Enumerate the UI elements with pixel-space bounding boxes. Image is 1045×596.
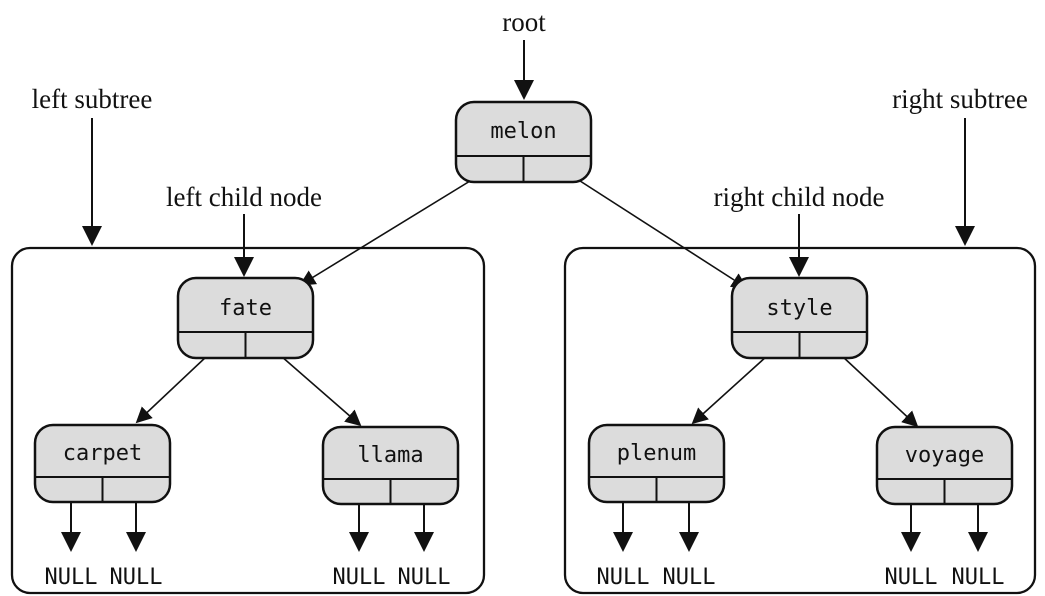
edge-melon-fate [299,169,489,286]
null-label-voyage-left: NULL [885,565,938,590]
left-child-node-label: left child node [166,182,322,212]
node-melon: melon [454,100,593,184]
left-subtree-label: left subtree [32,84,153,114]
null-label-llama-right: NULL [398,565,451,590]
null-label-plenum-right: NULL [663,565,716,590]
edge-fate-llama [280,355,362,427]
node-fate: fate [176,276,315,360]
null-label-voyage-right: NULL [952,565,1005,590]
edge-melon-style [562,169,748,289]
node-voyage: voyage [875,425,1014,506]
root-label: root [502,7,546,37]
node-style: style [730,276,869,360]
node-carpet: carpet [33,423,172,504]
node-llama-label: llama [357,443,423,468]
node-melon-label: melon [490,119,556,144]
right-subtree-label: right subtree [892,84,1028,114]
node-carpet-label: carpet [63,441,142,466]
edge-style-voyage [841,355,919,428]
edge-style-plenum [691,355,768,425]
node-voyage-label: voyage [905,443,984,468]
null-label-plenum-left: NULL [597,565,650,590]
node-plenum-label: plenum [617,441,696,466]
node-style-label: style [766,296,832,321]
null-label-carpet-left: NULL [45,565,98,590]
node-plenum: plenum [587,423,726,504]
node-llama: llama [321,425,460,506]
left-subtree-box [10,246,486,595]
right-child-node-label: right child node [714,182,885,212]
node-fate-label: fate [219,296,272,321]
edge-fate-carpet [135,355,208,424]
null-label-carpet-right: NULL [110,565,163,590]
null-label-llama-left: NULL [333,565,386,590]
